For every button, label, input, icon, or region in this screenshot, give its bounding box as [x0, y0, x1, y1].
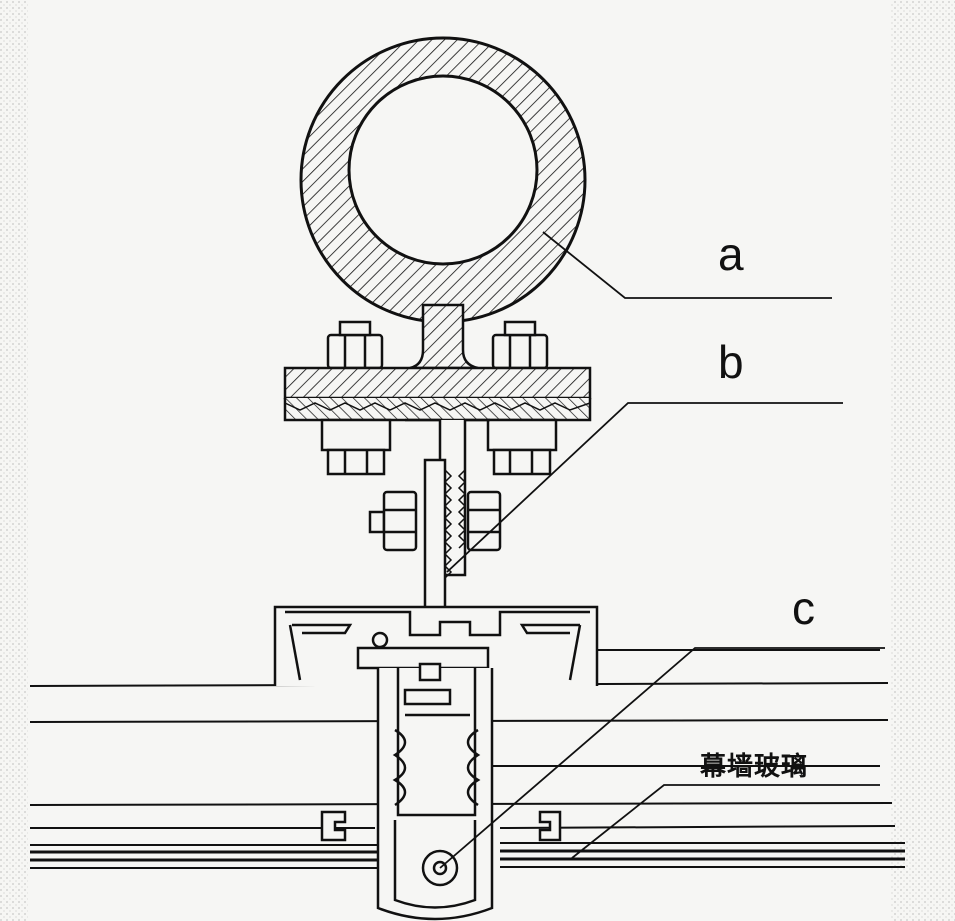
scan-noise-left	[0, 0, 28, 921]
bottom-nuts	[320, 418, 558, 476]
aluminum-channel	[273, 605, 599, 686]
label-a: a	[718, 228, 744, 280]
leader-line-b	[446, 402, 843, 573]
label-glass: 幕墙玻璃	[699, 751, 808, 782]
label-b: b	[718, 336, 744, 388]
top-bolts	[326, 320, 549, 370]
leader-line-a	[542, 231, 832, 299]
round-steel-tube	[299, 36, 587, 324]
t-hanger	[405, 418, 490, 612]
connection-plate	[283, 366, 592, 422]
scan-noise-right	[890, 0, 955, 921]
side-bolt	[368, 490, 502, 552]
curtain-wall-glass-layers	[29, 649, 905, 869]
leader-lines	[439, 231, 885, 869]
leader-line-c	[439, 647, 885, 869]
label-c: c	[792, 582, 815, 634]
leader-line-glass	[571, 784, 880, 859]
mullion-profile	[320, 631, 562, 921]
